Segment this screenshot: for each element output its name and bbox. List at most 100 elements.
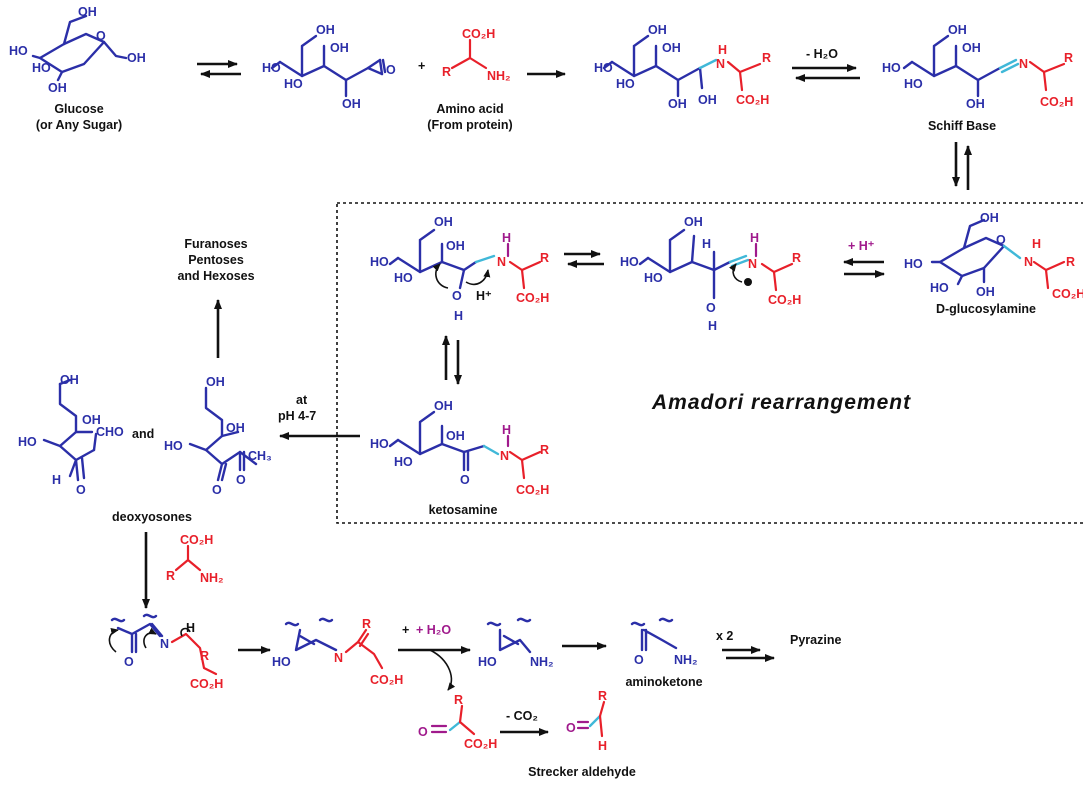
- atom-oh: OH: [962, 41, 981, 55]
- glucose-structure: OH O HO HO OH OH: [9, 5, 146, 95]
- plus-sign: +: [418, 59, 425, 73]
- atom-h: H: [52, 473, 61, 487]
- atom-o: O: [706, 301, 716, 315]
- atom-ho: HO: [164, 439, 183, 453]
- deoxyosone-2-structure: OH OH HO CH₃ O O: [164, 375, 272, 497]
- atom-oh: OH: [342, 97, 361, 111]
- atom-oh: OH: [206, 375, 225, 389]
- atom-r: R: [166, 569, 175, 583]
- atom-o: O: [236, 473, 246, 487]
- atom-o: O: [76, 483, 86, 497]
- plus-water-label: + H₂O: [416, 623, 451, 637]
- amadori-title: Amadori rearrangement: [651, 391, 911, 414]
- atom-ho: HO: [262, 61, 281, 75]
- ketosamine-label: ketosamine: [429, 503, 498, 517]
- ketosamine-structure: OH OH HO HO O H N R CO₂H: [370, 399, 549, 497]
- atom-n: N: [748, 257, 757, 271]
- atom-nh2: NH₂: [487, 69, 511, 83]
- atom-nh2: NH₂: [200, 571, 224, 585]
- atom-co2h: CO₂H: [462, 27, 495, 41]
- furanoses-label-line1: Furanoses: [184, 237, 247, 251]
- equilibrium-arrow: [197, 60, 241, 78]
- schiff-base-structure: OH OH HO HO OH N R CO₂H: [882, 23, 1073, 111]
- atom-ho: HO: [644, 271, 663, 285]
- atom-ho: HO: [394, 271, 413, 285]
- atom-n: N: [160, 637, 169, 651]
- atom-nh2: NH₂: [674, 653, 698, 667]
- atom-co2h: CO₂H: [736, 93, 769, 107]
- proton-label: H⁺: [476, 289, 492, 303]
- atom-o: O: [96, 29, 106, 43]
- atom-oh: OH: [434, 215, 453, 229]
- atom-o: O: [566, 721, 576, 735]
- atom-oh: OH: [82, 413, 101, 427]
- atom-ho: HO: [882, 61, 901, 75]
- atom-ho: HO: [9, 44, 28, 58]
- atom-oh: OH: [226, 421, 245, 435]
- carbinolamine-structure: OH OH HO HO OH OH H N R CO₂H: [594, 23, 771, 111]
- atom-co2h: CO₂H: [190, 677, 223, 691]
- plus-sign: +: [402, 623, 409, 637]
- d-glucosylamine-structure: OH O HO HO OH H N R CO₂H: [904, 211, 1083, 301]
- atom-cho: CHO: [96, 425, 124, 439]
- amino-acid-structure: CO₂H R NH₂: [442, 27, 511, 83]
- atom-oh: OH: [60, 373, 79, 387]
- atom-h: H: [186, 621, 195, 635]
- atom-oh: OH: [127, 51, 146, 65]
- atom-r: R: [1064, 51, 1073, 65]
- atom-oh: OH: [648, 23, 667, 37]
- atom-oh: OH: [980, 211, 999, 225]
- atom-ch3: CH₃: [248, 449, 272, 463]
- atom-oh: OH: [316, 23, 335, 37]
- atom-r: R: [454, 693, 463, 707]
- aminoketone-structure: O NH₂: [630, 617, 698, 667]
- schiff-base-label: Schiff Base: [928, 119, 996, 133]
- atom-r: R: [792, 251, 801, 265]
- atom-co2h: CO₂H: [768, 293, 801, 307]
- atom-o: O: [452, 289, 462, 303]
- amadori-box: [336, 202, 1083, 524]
- ph-label-line2: pH 4-7: [278, 409, 316, 423]
- atom-h: H: [750, 231, 759, 245]
- atom-r: R: [540, 251, 549, 265]
- atom-r: R: [1066, 255, 1075, 269]
- atom-ho: HO: [930, 281, 949, 295]
- atom-o: O: [212, 483, 222, 497]
- atom-o: O: [996, 233, 1006, 247]
- strecker-aldehyde-structure: O R H: [566, 689, 607, 753]
- open-chain-glucose: OH OH HO HO OH O: [262, 23, 396, 111]
- furanoses-label-line2: Pentoses: [188, 253, 244, 267]
- minus-water-label: - H₂O: [806, 47, 838, 61]
- enaminol-structure: HO NH₂: [478, 617, 554, 669]
- atom-ho: HO: [284, 77, 303, 91]
- atom-co2h: CO₂H: [370, 673, 403, 687]
- atom-r: R: [362, 617, 371, 631]
- strecker-aldehyde-label: Strecker aldehyde: [528, 765, 636, 779]
- vertical-equilibrium-arrow: [952, 142, 972, 190]
- branch-arrow: [429, 649, 456, 691]
- glucose-label: Glucose: [54, 102, 103, 116]
- d-glucosylamine-label: D-glucosylamine: [936, 302, 1036, 316]
- pyrazine-label: Pyrazine: [790, 633, 841, 647]
- atom-h: H: [718, 43, 727, 57]
- atom-r: R: [598, 689, 607, 703]
- atom-oh: OH: [668, 97, 687, 111]
- atom-oh: OH: [330, 41, 349, 55]
- atom-oh: OH: [48, 81, 67, 95]
- amino-acid-note: (From protein): [427, 118, 512, 132]
- atom-oh: OH: [948, 23, 967, 37]
- atom-r: R: [442, 65, 451, 79]
- atom-n: N: [334, 651, 343, 665]
- atom-o: O: [386, 63, 396, 77]
- atom-oh: OH: [966, 97, 985, 111]
- atom-ho: HO: [394, 455, 413, 469]
- dehydration-equilibrium: [792, 64, 860, 82]
- atom-n: N: [497, 255, 506, 269]
- atom-ho: HO: [620, 255, 639, 269]
- atom-h: H: [454, 309, 463, 323]
- atom-ho: HO: [32, 61, 51, 75]
- aminoketone-label: aminoketone: [625, 675, 702, 689]
- atom-oh: OH: [434, 399, 453, 413]
- ph-label-line1: at: [296, 393, 308, 407]
